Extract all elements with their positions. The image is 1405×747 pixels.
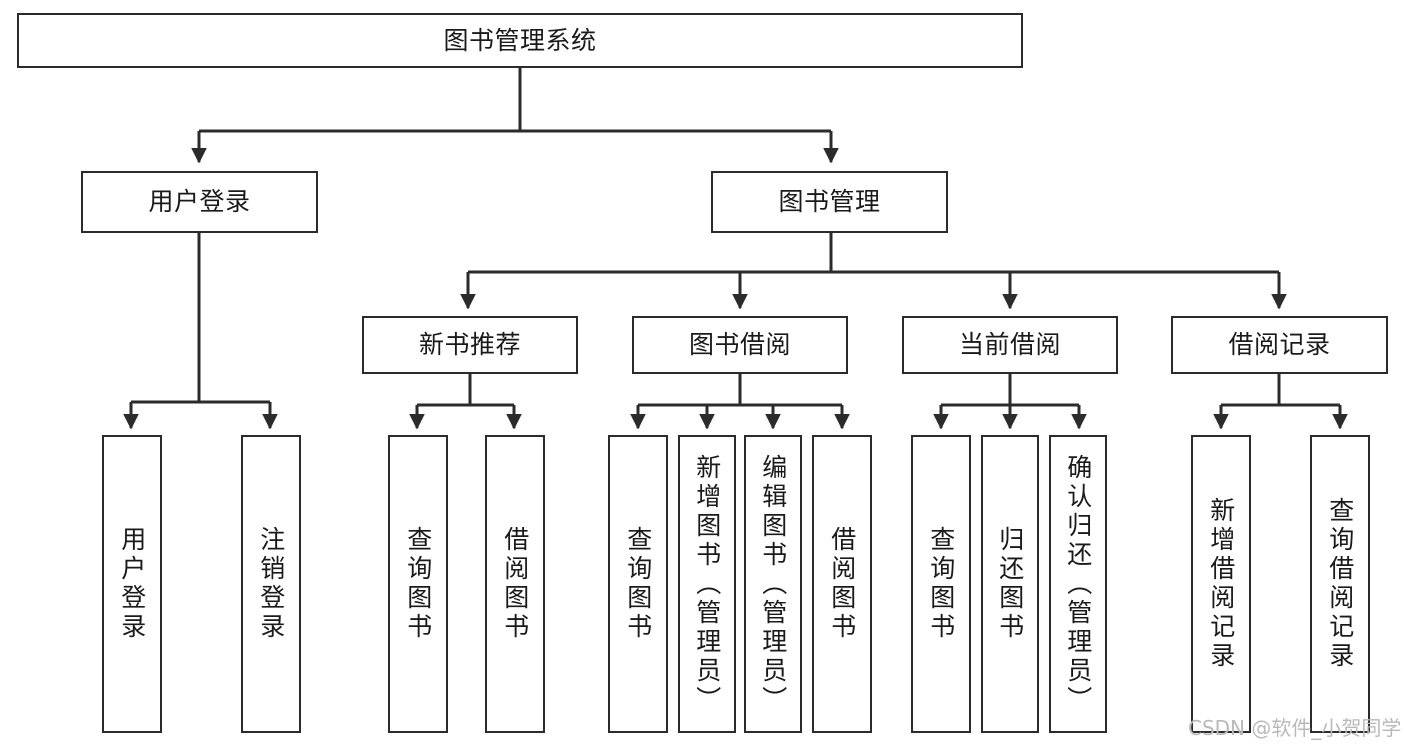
leaf-current-borrow-return[interactable]: 归还图书: [981, 435, 1039, 733]
node-borrow-record[interactable]: 借阅记录: [1171, 316, 1388, 374]
node-label: 查询图书: [926, 526, 956, 642]
leaf-user-login-signin[interactable]: 用户登录: [102, 435, 162, 733]
node-new-book-recommend[interactable]: 新书推荐: [362, 316, 578, 374]
leaf-book-borrow-query[interactable]: 查询图书: [608, 435, 668, 733]
node-label: 用户登录: [117, 526, 147, 642]
node-label: 借阅图书: [500, 526, 530, 642]
node-label: 借阅记录: [1228, 330, 1331, 360]
node-user-login[interactable]: 用户登录: [81, 171, 318, 233]
node-label: 图书借阅: [688, 330, 791, 360]
node-label: 编辑图书（管理员）: [758, 453, 788, 715]
node-book-borrow[interactable]: 图书借阅: [632, 316, 848, 374]
node-label: 确认归还（管理员）: [1063, 453, 1093, 715]
leaf-current-borrow-confirm-return[interactable]: 确认归还（管理员）: [1049, 435, 1107, 733]
node-book-management[interactable]: 图书管理: [711, 171, 948, 233]
leaf-user-login-signout[interactable]: 注销登录: [241, 435, 301, 733]
node-label: 图书管理: [778, 187, 881, 217]
node-label: 当前借阅: [958, 330, 1061, 360]
node-label: 新增图书（管理员）: [692, 453, 722, 715]
leaf-book-borrow-add[interactable]: 新增图书（管理员）: [678, 435, 736, 733]
node-label: 查询图书: [623, 526, 653, 642]
leaf-borrow-record-add[interactable]: 新增借阅记录: [1191, 435, 1251, 733]
leaf-new-book-query[interactable]: 查询图书: [388, 435, 448, 733]
node-label: 归还图书: [995, 526, 1025, 642]
node-label: 新书推荐: [418, 330, 521, 360]
node-label: 用户登录: [148, 187, 251, 217]
leaf-book-borrow-borrow[interactable]: 借阅图书: [812, 435, 872, 733]
watermark: CSDN @软件_小贺同学: [1188, 716, 1402, 740]
leaf-current-borrow-query[interactable]: 查询图书: [911, 435, 971, 733]
node-label: 注销登录: [256, 526, 286, 642]
node-label: 新增借阅记录: [1206, 497, 1236, 671]
node-label: 借阅图书: [827, 526, 857, 642]
leaf-book-borrow-edit[interactable]: 编辑图书（管理员）: [744, 435, 802, 733]
node-label: 查询图书: [403, 526, 433, 642]
node-current-borrow[interactable]: 当前借阅: [902, 316, 1118, 374]
node-label: 查询借阅记录: [1325, 497, 1355, 671]
leaf-borrow-record-query[interactable]: 查询借阅记录: [1310, 435, 1370, 733]
leaf-new-book-borrow[interactable]: 借阅图书: [485, 435, 545, 733]
node-root-book-management-system[interactable]: 图书管理系统: [17, 13, 1023, 68]
node-label: 图书管理系统: [443, 25, 597, 55]
